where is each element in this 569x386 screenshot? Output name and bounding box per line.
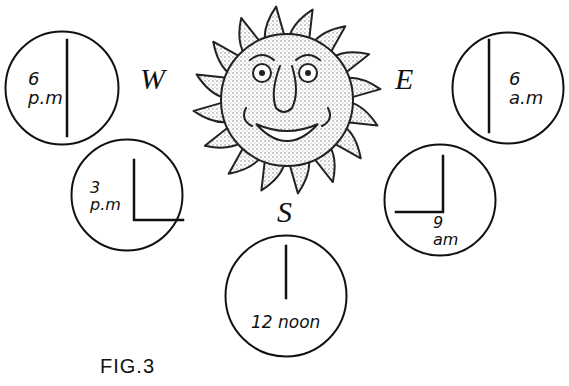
- clock-hands: [67, 40, 489, 298]
- time-label: 6 a.m: [509, 70, 543, 108]
- clock-circle: 9 am: [383, 143, 497, 257]
- circle-outline: [70, 138, 184, 252]
- circle-outline: [224, 234, 348, 358]
- time-label: 6 p.m: [28, 70, 63, 108]
- clock-circle: 6 a.m: [451, 31, 565, 145]
- compass-letter: S: [277, 197, 292, 227]
- sun-face: [221, 34, 353, 166]
- figure-label: FIG.3: [100, 356, 155, 376]
- sun-pupils: [259, 70, 311, 76]
- time-label: 9 am: [433, 215, 458, 249]
- compass-letter: E: [395, 64, 413, 94]
- clock-circle: 12 noon: [224, 234, 348, 358]
- clock-circle: 3 p.m: [70, 138, 184, 252]
- sun-ray: [194, 7, 381, 194]
- clock-circle: 6 p.m: [4, 30, 120, 146]
- compass-letter: W: [140, 64, 165, 94]
- time-label: 3 p.m: [90, 180, 121, 214]
- sun-features: [244, 55, 330, 141]
- time-label: 12 noon: [251, 314, 320, 332]
- sun-rays: [194, 7, 381, 194]
- circle-outline: [451, 31, 565, 145]
